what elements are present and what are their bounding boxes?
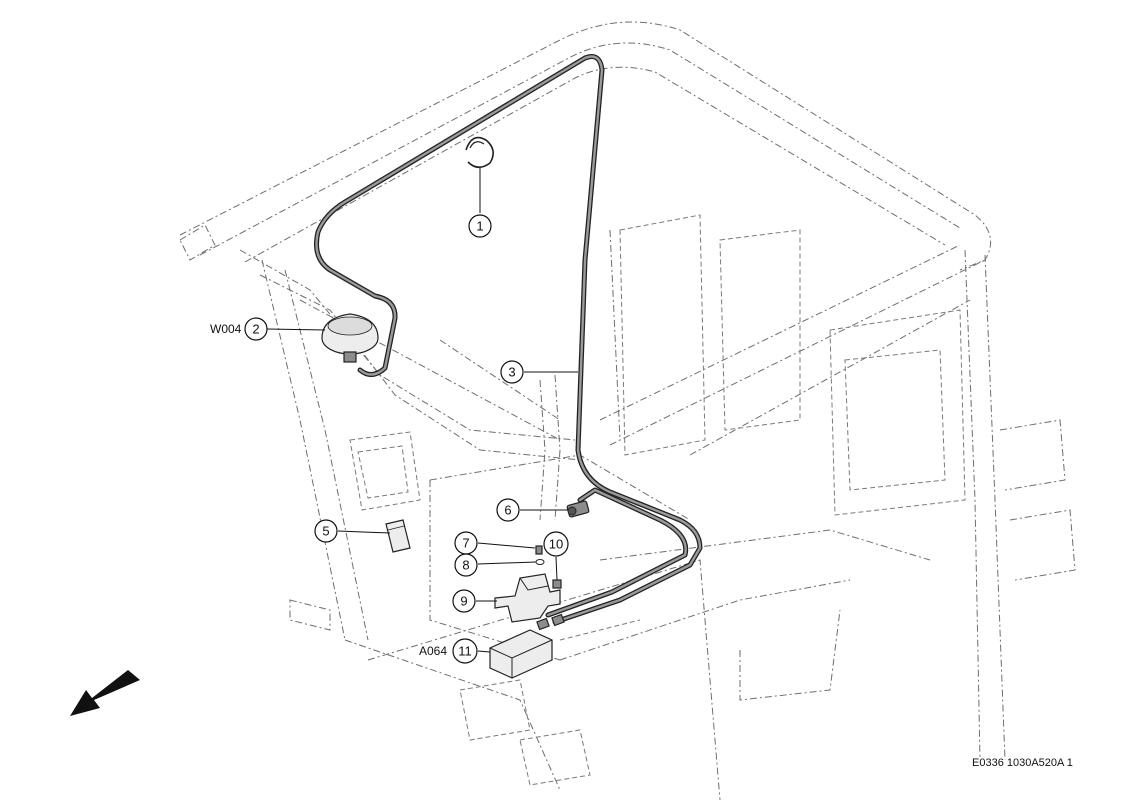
gps-antenna	[321, 313, 379, 363]
callout-1: 1	[468, 214, 492, 238]
callout-10: 10	[543, 531, 569, 557]
callout-2: 2 W004	[210, 317, 268, 341]
callout-5: 5	[314, 519, 338, 543]
decal-label	[385, 519, 411, 553]
callout-8: 8	[454, 553, 478, 577]
callout-9: 9	[452, 589, 476, 613]
arrow-down-left-icon	[70, 670, 140, 716]
leader-lines	[266, 168, 578, 653]
svg-text:2: 2	[252, 322, 259, 337]
callout-3: 3	[500, 360, 524, 384]
callout-6: 6	[496, 498, 520, 522]
washer	[535, 559, 545, 565]
svg-text:11: 11	[458, 644, 472, 659]
svg-text:5: 5	[322, 524, 329, 539]
svg-text:1: 1	[476, 219, 483, 234]
cab-frame	[179, 21, 1076, 800]
cable-clip	[465, 136, 494, 169]
svg-text:7: 7	[462, 536, 469, 551]
nut	[552, 579, 562, 589]
callout-7: 7	[454, 531, 478, 555]
svg-text:8: 8	[462, 558, 469, 573]
svg-text:6: 6	[504, 503, 511, 518]
callout-2-ref: W004	[210, 322, 242, 336]
receiver-module	[489, 613, 565, 679]
drawing-id: E0336 1030A520A 1	[972, 757, 1073, 769]
svg-text:9: 9	[460, 594, 467, 609]
screw	[535, 545, 543, 555]
antenna-cable	[314, 54, 703, 625]
callout-11: 11 A064	[419, 638, 478, 664]
mounting-bracket	[494, 573, 561, 623]
callout-11-ref: A064	[419, 644, 447, 658]
svg-text:10: 10	[549, 537, 563, 552]
svg-text:3: 3	[508, 365, 515, 380]
cable-connector	[566, 500, 590, 518]
